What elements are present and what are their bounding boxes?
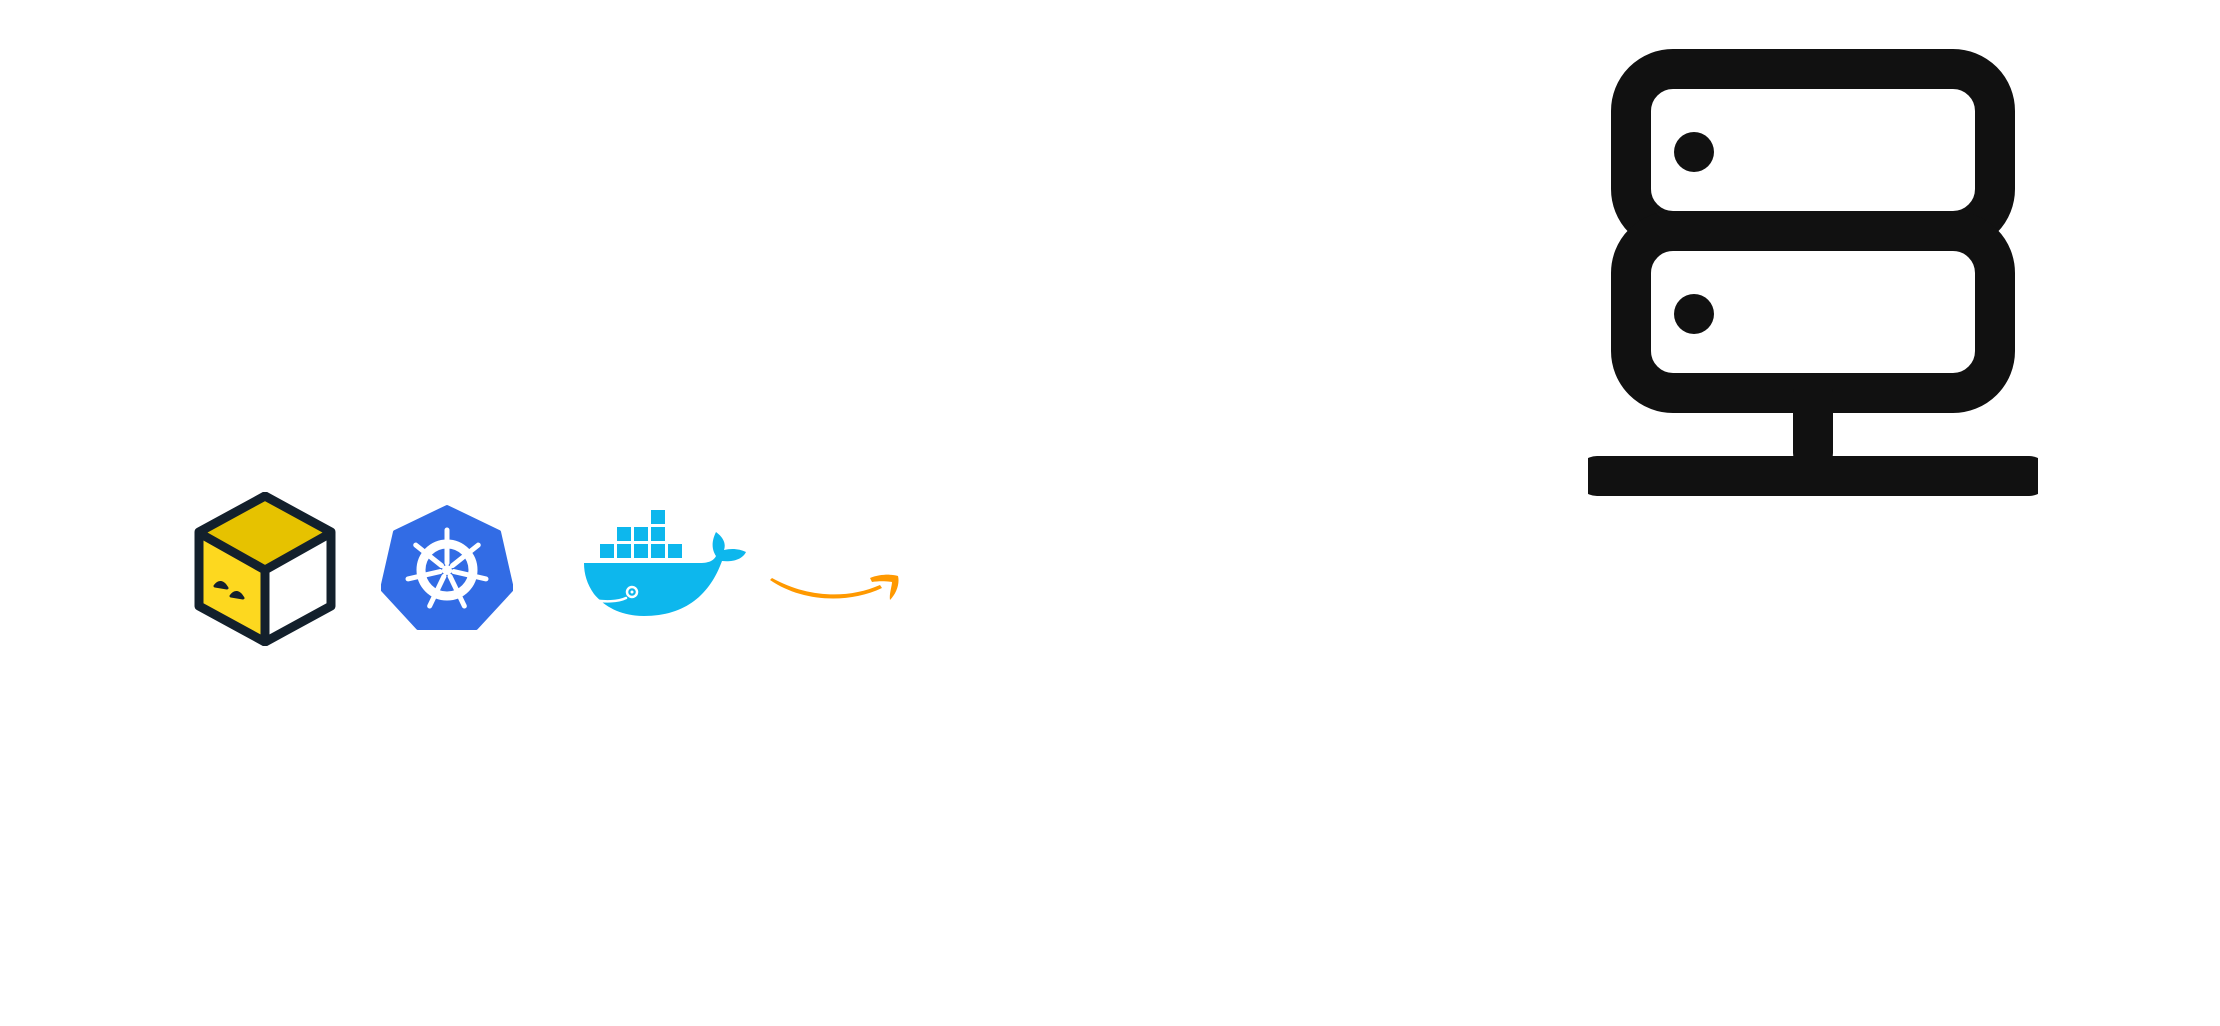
kubernetes-icon (381, 503, 513, 631)
cube-logo-icon (193, 492, 337, 646)
docker-icon (582, 510, 750, 620)
amazon-smile-icon (768, 572, 902, 608)
server-icon (1588, 46, 2038, 496)
